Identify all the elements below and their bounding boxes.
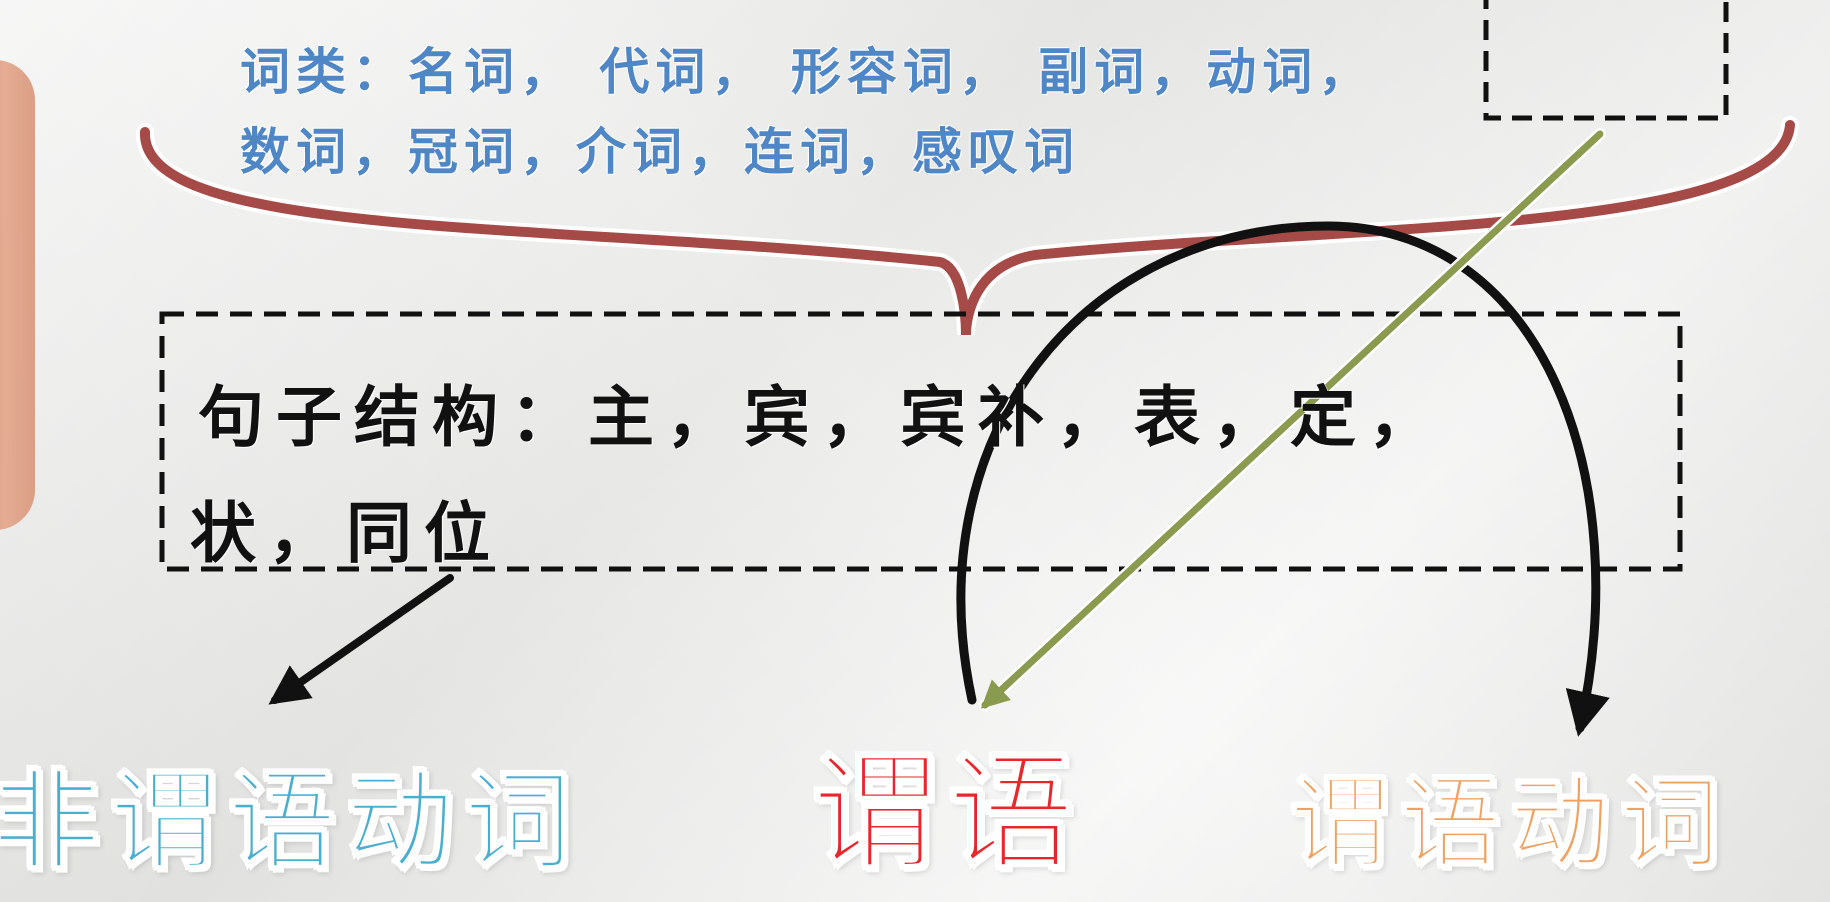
curly-brace [139, 120, 1795, 336]
predicate-verb-label: 谓语动词 [1289, 764, 1730, 883]
predicate-label: 谓语 [811, 739, 1084, 888]
word-class-line-2: 数词，冠词，介词，连词，感叹词 [240, 123, 1080, 181]
word-class-line-1: 词类：名词， 代词， 形容词， 副词，动词， [240, 32, 1374, 104]
sentence-structure-box [159, 311, 1683, 572]
green-arrow [980, 130, 1604, 709]
sentence-structure-line-2: 状，同位 [190, 495, 502, 572]
to-non-predicate-arrow [268, 574, 454, 705]
non-predicate-verb-label: 非谓语动词 [0, 759, 583, 886]
verb-highlight-box [1483, 0, 1729, 121]
presenter-hand [0, 60, 35, 530]
verb-word-class: 动词， [1206, 43, 1375, 101]
arc-arrow [956, 221, 1610, 737]
word-class-list: 词类：名词， 代词， 形容词， 副词， [240, 43, 1207, 101]
sentence-structure-line-1: 句子结构：主，宾，宾补，表，定， [198, 379, 1446, 456]
